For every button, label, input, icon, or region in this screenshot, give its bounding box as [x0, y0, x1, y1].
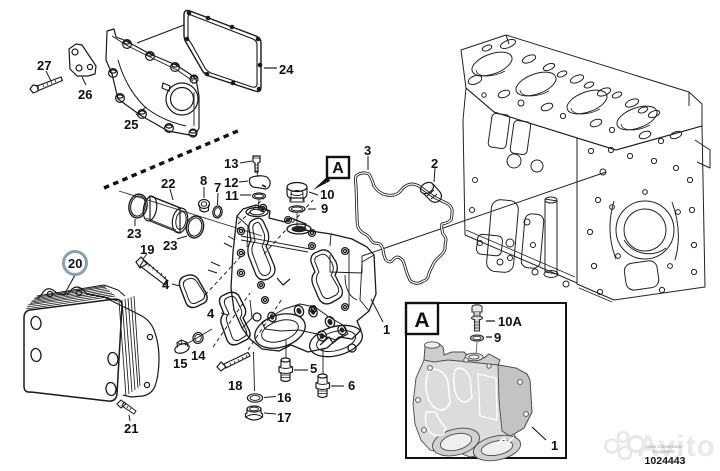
svg-text:8: 8: [200, 173, 207, 188]
svg-text:19: 19: [140, 242, 154, 257]
svg-text:12: 12: [224, 175, 238, 190]
svg-text:7: 7: [214, 180, 221, 195]
svg-text:1: 1: [383, 322, 390, 337]
svg-text:15: 15: [173, 356, 187, 371]
svg-text:22: 22: [161, 176, 175, 191]
svg-text:4: 4: [162, 277, 170, 292]
svg-text:6: 6: [348, 378, 355, 393]
svg-text:27: 27: [37, 58, 51, 73]
svg-text:10A: 10A: [498, 314, 522, 329]
svg-text:4: 4: [207, 306, 215, 321]
svg-text:3: 3: [364, 143, 371, 158]
svg-text:A: A: [414, 309, 429, 332]
svg-text:25: 25: [124, 117, 138, 132]
svg-text:9: 9: [494, 330, 501, 345]
svg-text:2: 2: [431, 156, 438, 171]
svg-text:13: 13: [224, 156, 238, 171]
svg-text:20: 20: [68, 256, 82, 271]
svg-text:5: 5: [310, 361, 317, 376]
svg-text:23: 23: [127, 226, 141, 241]
svg-text:14: 14: [191, 348, 206, 363]
svg-text:26: 26: [78, 87, 92, 102]
svg-text:9: 9: [321, 201, 328, 216]
svg-text:16: 16: [277, 390, 291, 405]
svg-text:Equipment: Equipment: [653, 449, 675, 454]
svg-text:1: 1: [551, 438, 558, 453]
svg-text:23: 23: [163, 238, 177, 253]
svg-text:Volvo Construction: Volvo Construction: [645, 444, 683, 449]
svg-text:18: 18: [228, 378, 242, 393]
svg-text:11: 11: [225, 188, 239, 203]
svg-text:Avito: Avito: [637, 430, 716, 463]
svg-text:21: 21: [124, 421, 138, 436]
svg-text:17: 17: [277, 410, 291, 425]
svg-text:1024443: 1024443: [645, 455, 686, 467]
svg-text:A: A: [332, 160, 344, 177]
svg-text:24: 24: [279, 62, 294, 77]
svg-text:10: 10: [320, 187, 334, 202]
